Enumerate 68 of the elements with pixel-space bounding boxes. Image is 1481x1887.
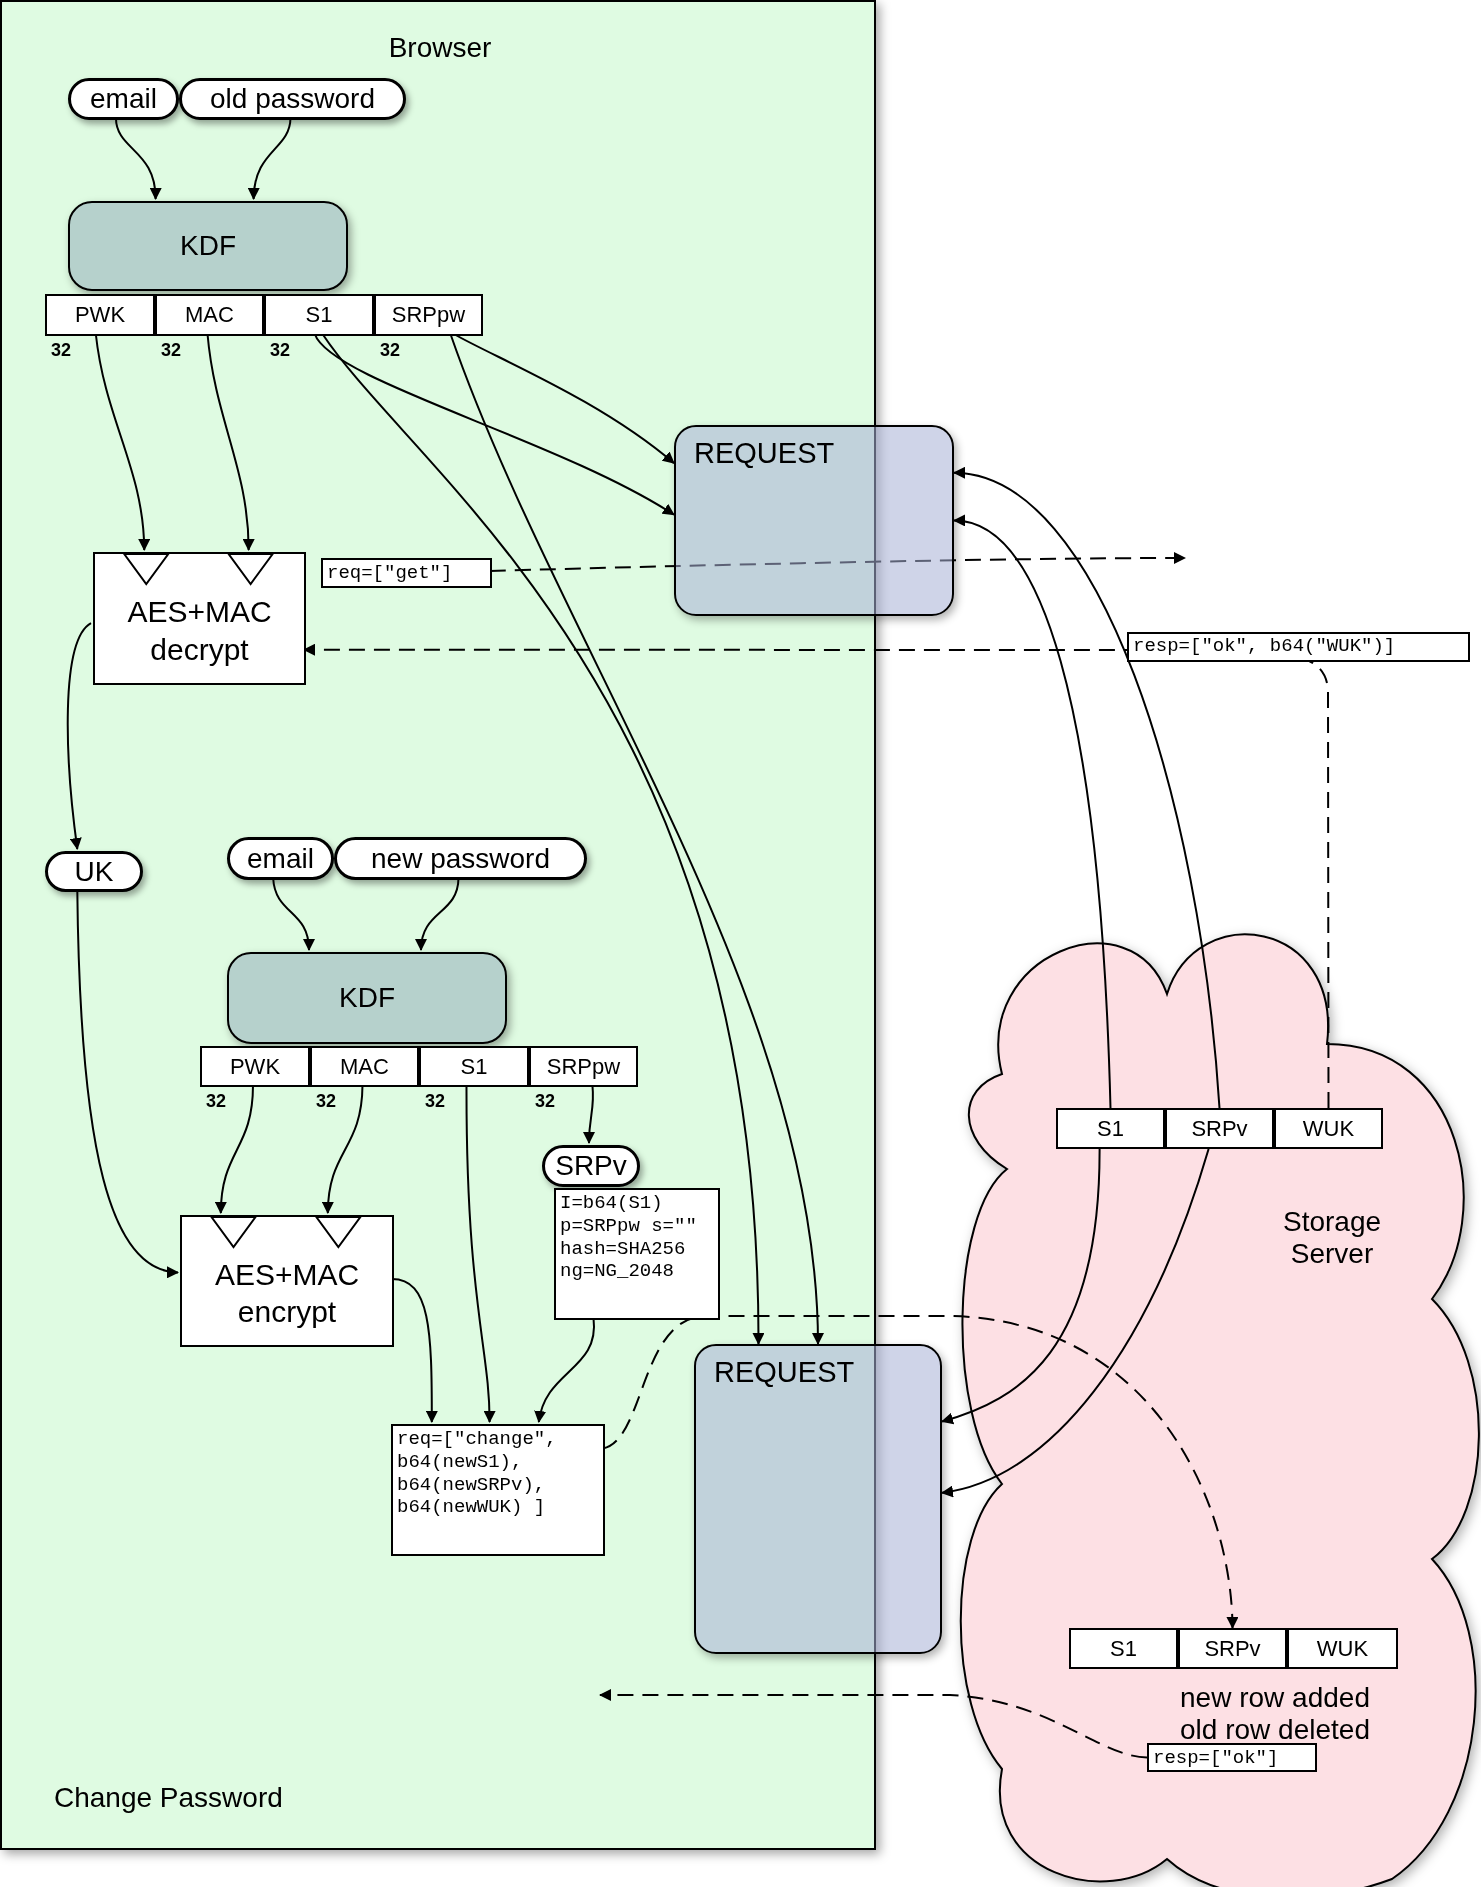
region-title: Storage Server [1281, 1206, 1383, 1271]
dashed-arrow [599, 1689, 1148, 1759]
field-cell: PWK [45, 294, 155, 336]
process-box: KDF [68, 201, 348, 291]
code-box: resp=["ok"] [1147, 1743, 1317, 1772]
input-pill: SRPv [542, 1145, 640, 1187]
browser-region [0, 0, 876, 1850]
process-box: KDF [227, 952, 507, 1044]
arrow [941, 1148, 1210, 1497]
arrow [449, 333, 824, 1345]
arrow [465, 1084, 496, 1423]
bit-length-label: 32 [535, 1091, 556, 1112]
dashed-arrow [303, 643, 1330, 1109]
edge-label: resp=["ok", b64("WUK")] [1127, 632, 1470, 662]
arrow [953, 516, 1112, 1109]
input-pill: UK [45, 851, 143, 892]
input-pill: new password [334, 837, 587, 880]
region-title: Browser [387, 32, 493, 64]
arrow [321, 333, 764, 1345]
field-cell: SRPv [1165, 1108, 1274, 1149]
arrow [941, 1148, 1101, 1424]
field-cell: WUK [1287, 1628, 1398, 1669]
field-cell: SRPpw [529, 1046, 638, 1087]
bit-length-label: 32 [161, 340, 182, 361]
bit-length-label: 32 [380, 340, 401, 361]
request-box: REQUEST [674, 425, 954, 616]
arrow [322, 1084, 364, 1214]
arrow [391, 1278, 438, 1423]
arrow [206, 333, 255, 551]
field-cell: SRPv [1178, 1628, 1287, 1669]
arrow [272, 877, 315, 951]
arrow [415, 877, 460, 951]
arrow [94, 333, 150, 551]
arrow [114, 117, 161, 200]
arrow [313, 333, 675, 516]
field-cell: S1 [1056, 1108, 1165, 1149]
code-box: I=b64(S1) p=SRPpw s="" hash=SHA256 ng=NG_2048 [554, 1188, 720, 1320]
arrow [583, 1084, 596, 1144]
arrow [76, 889, 179, 1277]
code-box: req=["get"] [321, 558, 492, 588]
field-cell: WUK [1274, 1108, 1383, 1149]
field-cell: MAC [155, 294, 264, 336]
input-pill: email [227, 837, 334, 880]
field-cell: SRPpw [374, 294, 483, 336]
arrow [953, 468, 1221, 1109]
field-cell: MAC [310, 1046, 419, 1087]
arrow [248, 117, 292, 200]
bit-length-label: 32 [316, 1091, 337, 1112]
cipher-box: AES+MAC decrypt [93, 552, 306, 685]
arrow [535, 1317, 595, 1423]
bit-length-label: 32 [425, 1091, 446, 1112]
field-cell: S1 [419, 1046, 529, 1087]
code-box: req=["change", b64(newS1), b64(newSRPv), b64(newWUK) ] [391, 1424, 605, 1556]
arrow [215, 1084, 254, 1214]
bit-length-label: 32 [51, 340, 72, 361]
input-pill: old password [179, 78, 406, 120]
request-box: REQUEST [694, 1344, 942, 1654]
field-cell: S1 [1069, 1628, 1178, 1669]
bit-length-label: 32 [270, 340, 291, 361]
dashed-arrow [489, 552, 1186, 572]
cipher-box: AES+MAC encrypt [180, 1215, 394, 1347]
field-cell: S1 [264, 294, 374, 336]
field-cell: PWK [200, 1046, 310, 1087]
bit-length-label: 32 [206, 1091, 227, 1112]
input-pill: email [68, 78, 179, 120]
dashed-arrow [602, 1315, 1238, 1629]
region-caption: Change Password [54, 1782, 284, 1814]
arrow [66, 622, 92, 850]
